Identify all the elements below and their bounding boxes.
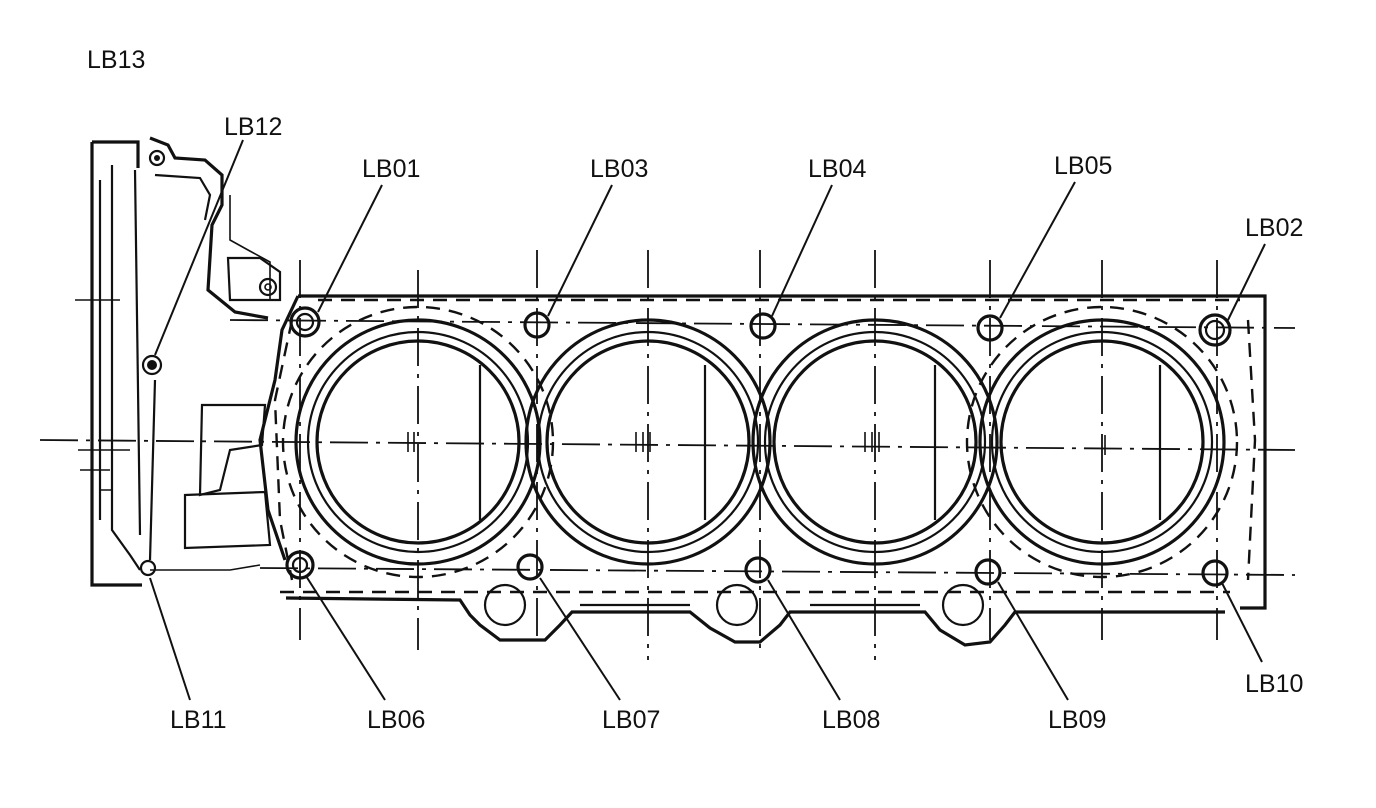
center-lines [39, 250, 1296, 660]
label-lb09: LB09 [1048, 706, 1106, 734]
label-lb13: LB13 [87, 46, 145, 74]
label-lb02: LB02 [1245, 214, 1303, 242]
label-lb04: LB04 [808, 155, 866, 183]
label-lb10: LB10 [1245, 670, 1303, 698]
label-lb05: LB05 [1054, 152, 1112, 180]
gasket-body [258, 294, 1267, 647]
leader-lines [149, 139, 1266, 701]
label-lb11: LB11 [170, 706, 227, 734]
timing-housing [75, 136, 282, 587]
label-lb01: LB01 [362, 155, 420, 183]
label-lb12: LB12 [224, 113, 282, 141]
label-lb08: LB08 [822, 706, 880, 734]
label-lb06: LB06 [367, 706, 425, 734]
bolt-holes [285, 306, 1232, 627]
label-lb03: LB03 [590, 155, 648, 183]
label-lb07: LB07 [602, 706, 660, 734]
